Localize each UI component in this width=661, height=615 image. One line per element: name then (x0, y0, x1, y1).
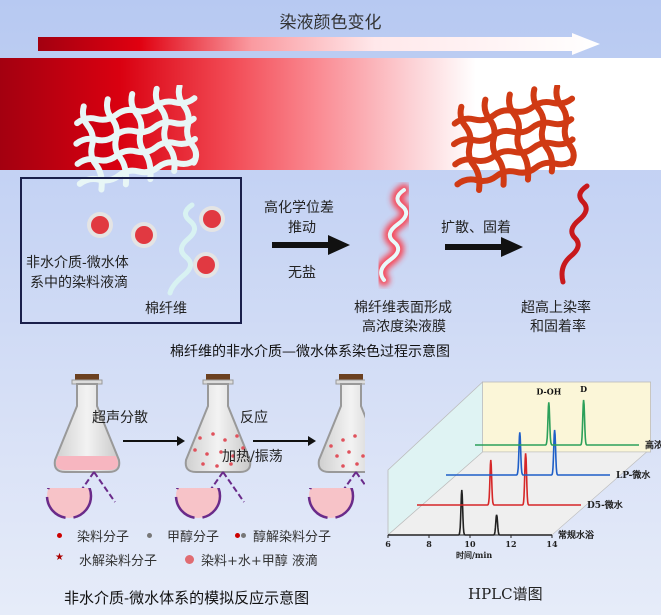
red-fabric-icon (450, 85, 577, 193)
legend-methanol-molecule: 甲醇分子 (167, 530, 220, 545)
flask-icon (184, 374, 252, 473)
series-line (475, 399, 639, 446)
step1-arrow-icon (272, 235, 350, 255)
peak-label: D (580, 384, 587, 394)
series-label: 常规水浴 (558, 529, 595, 541)
dye-droplet-icon (131, 222, 157, 248)
droplets-and-fiber (87, 202, 225, 296)
dye-molecule-icon (57, 533, 62, 538)
series-label: LP-微水 (616, 469, 651, 481)
step2-arrow-icon (445, 237, 523, 257)
series-label: 高浓度水浴 (645, 439, 661, 451)
methanol-molecule-icon (147, 533, 152, 538)
step1-label-line1: 高化学位差 (264, 200, 334, 216)
series-line (388, 489, 552, 536)
droplet-label-line1: 非水介质-微水体 (26, 255, 129, 271)
step2-label: 扩散、固着 (441, 220, 511, 236)
reaction-caption: 非水介质-微水体系的模拟反应示意图 (64, 589, 310, 607)
membrane-label-line2: 高浓度染液膜 (362, 319, 446, 335)
x-tick-label: 10 (464, 539, 476, 549)
dyeing-process-caption: 棉纤维的非水介质—微水体系染色过程示意图 (170, 344, 450, 360)
flask-icon (53, 374, 121, 473)
series-label: D5-微水 (587, 499, 624, 511)
legend-dye-molecule: 染料分子 (77, 530, 130, 545)
fiber-with-dye-film-icon (375, 184, 413, 286)
white-fabric-icon (73, 85, 200, 193)
x-axis-label: 时间/min (456, 550, 492, 560)
x-tick-label: 14 (546, 539, 558, 549)
droplet-system-box (20, 177, 242, 324)
magnified-droplets (45, 488, 355, 520)
flask-icon (317, 374, 365, 473)
result-label-line2: 和固着率 (530, 319, 586, 335)
step1-label-line2: 推动 (288, 220, 316, 236)
droplet-legend-icon (185, 555, 194, 564)
magnified-droplet-icon (174, 488, 222, 520)
back-wall (482, 381, 651, 453)
result-label-line1: 超高上染率 (521, 300, 591, 316)
x-tick-label: 8 (426, 539, 432, 549)
ultrasonic-dispersion-label: 超声分散 (92, 410, 148, 426)
legend-droplet: 染料+水+甲醇 液滴 (201, 554, 318, 569)
hplc-title: HPLC谱图 (468, 585, 543, 603)
x-tick-label: 12 (505, 539, 516, 549)
membrane-label-line1: 棉纤维表面形成 (354, 300, 452, 316)
dyed-fiber-icon (559, 183, 590, 285)
fiber-label: 棉纤维 (145, 301, 187, 317)
series-line (417, 453, 581, 506)
step1-below-label: 无盐 (288, 265, 316, 281)
legend-alcoholysis-dye: 醇解染料分子 (253, 530, 332, 545)
magnified-droplet-icon (45, 488, 93, 520)
heat-shake-label: 加热/振荡 (222, 449, 283, 465)
cotton-fiber-icon (167, 202, 197, 296)
droplet-label-line2: 系中的染料液滴 (30, 275, 128, 291)
peak-label: D-OH (536, 386, 561, 396)
legend-hydrolysis-dye: 水解染料分子 (79, 554, 158, 569)
alcoholysis-dye-icon-part (241, 533, 246, 538)
alcoholysis-dye-icon (235, 533, 240, 538)
hydrolysis-dye-star-icon: ★ (55, 552, 64, 563)
hplc-chart: 6 8 10 12 14 时间/min 常规水浴 D5-微水 LP-微水 高浓度水浴 D-OH D (385, 381, 661, 560)
dye-droplet-icon (193, 252, 219, 278)
reaction-label: 反应 (240, 410, 268, 426)
legend: 染料分子 甲醇分子 醇解染料分子 ★ 水解染料分子 染料+水+甲醇 液滴 (55, 530, 375, 580)
magnified-droplet-icon (307, 488, 355, 520)
x-tick-label: 6 (385, 539, 391, 549)
dye-color-change-title: 染液颜色变化 (279, 13, 382, 33)
series-line (446, 429, 610, 476)
color-gradient-arrow (38, 33, 600, 55)
dye-droplet-icon (199, 206, 225, 232)
dye-droplet-icon (87, 212, 113, 238)
